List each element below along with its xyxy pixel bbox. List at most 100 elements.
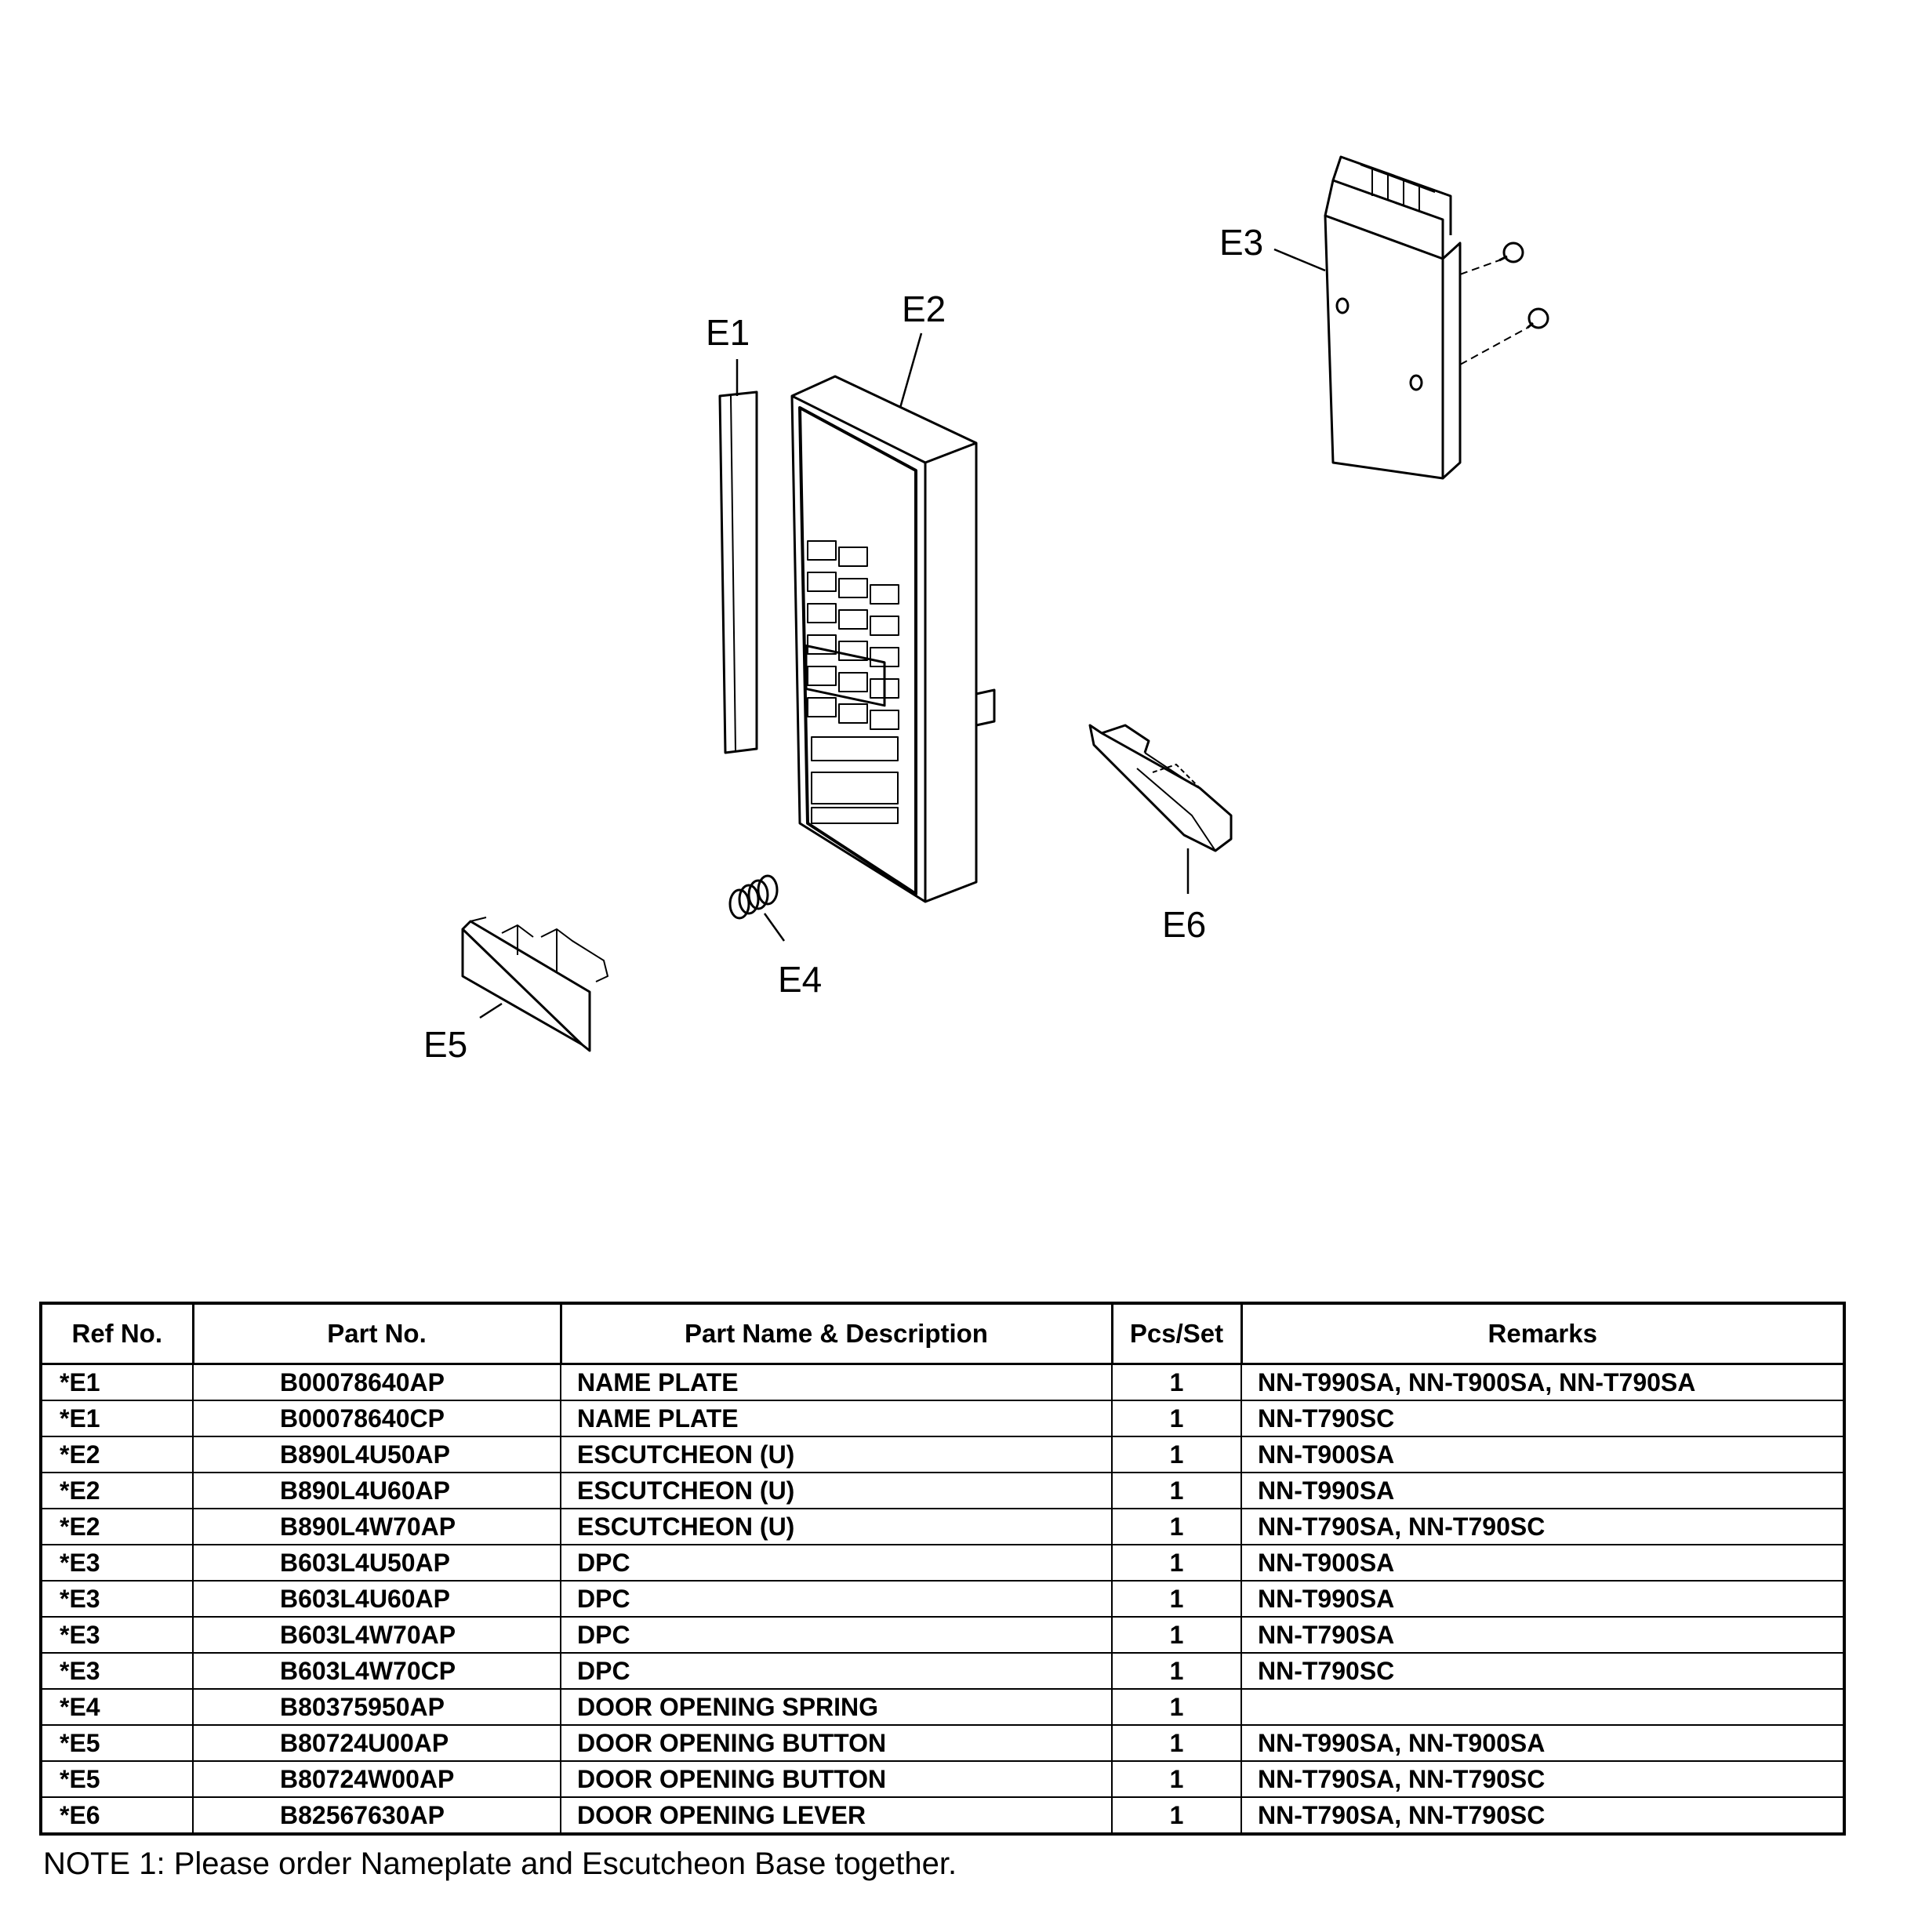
pcs-set-cell: 1 [1111,1472,1242,1509]
remarks-cell: NN-T990SA [1240,1580,1845,1618]
header-part-no: Part No. [191,1302,562,1365]
pcs-set-cell: 1 [1111,1436,1242,1473]
remarks-cell: NN-T900SA [1240,1544,1845,1582]
ref-cell: *E4 [40,1688,194,1726]
callout-e3: E3 [1219,222,1263,263]
part-number-cell: B890L4U60AP [192,1472,561,1509]
pcs-set-cell: 1 [1111,1544,1242,1582]
part-number-cell: B80724U00AP [192,1724,561,1762]
order-note: NOTE 1: Please order Nameplate and Escut… [43,1847,957,1881]
part-name-cell: DPC [560,1544,1113,1582]
ref-cell: *E6 [40,1796,194,1835]
remarks-cell: NN-T900SA [1240,1436,1845,1473]
ref-cell: *E2 [40,1436,194,1473]
ref-cell: *E1 [40,1363,194,1401]
ref-cell: *E2 [40,1472,194,1509]
part-number-cell: B890L4U50AP [192,1436,561,1473]
pcs-set-cell: 1 [1111,1580,1242,1618]
callout-e1: E1 [706,312,750,353]
ref-cell: *E3 [40,1652,194,1690]
part-number-cell: B80375950AP [192,1688,561,1726]
part-number-cell: B603L4U50AP [192,1544,561,1582]
dpc-board-part [1324,155,1549,480]
part-name-cell: DOOR OPENING LEVER [560,1796,1113,1835]
pcs-set-cell: 1 [1111,1724,1242,1762]
part-number-cell: B890L4W70AP [192,1508,561,1545]
exploded-parts-diagram: E1 E2 E3 E4 E5 E6 [423,155,1549,1065]
callout-e4: E4 [778,959,822,1000]
door-opening-lever-part [1088,724,1233,852]
part-number-cell: B80724W00AP [192,1760,561,1798]
remarks-cell: NN-T790SA, NN-T790SC [1240,1760,1845,1798]
part-name-cell: ESCUTCHEON (U) [560,1436,1113,1473]
remarks-cell: NN-T790SA, NN-T790SC [1240,1508,1845,1545]
remarks-cell: NN-T790SA, NN-T790SC [1240,1796,1845,1835]
callout-e2: E2 [902,289,946,329]
pcs-set-cell: 1 [1111,1760,1242,1798]
screw-icon [1498,242,1524,263]
part-name-cell: DPC [560,1652,1113,1690]
part-number-cell: B603L4U60AP [192,1580,561,1618]
header-pcs-set: Pcs/Set [1110,1302,1243,1365]
parts-table: Ref No. Part No. Part Name & Description… [39,1302,1846,1836]
part-name-cell: DOOR OPENING BUTTON [560,1760,1113,1798]
remarks-cell: NN-T990SA, NN-T900SA [1240,1724,1845,1762]
part-name-cell: DPC [560,1580,1113,1618]
pcs-set-cell: 1 [1111,1688,1242,1726]
ref-cell: *E1 [40,1400,194,1437]
part-name-cell: DOOR OPENING BUTTON [560,1724,1113,1762]
part-name-cell: ESCUTCHEON (U) [560,1508,1113,1545]
ref-cell: *E3 [40,1580,194,1618]
header-remarks: Remarks [1240,1302,1846,1365]
part-number-cell: B603L4W70CP [192,1652,561,1690]
remarks-cell: NN-T990SA, NN-T900SA, NN-T790SA [1240,1363,1845,1401]
part-number-cell: B00078640CP [192,1400,561,1437]
header-ref-no: Ref No. [39,1302,194,1365]
door-opening-button-part [461,917,608,1052]
ref-cell: *E2 [40,1508,194,1545]
pcs-set-cell: 1 [1111,1652,1242,1690]
remarks-cell: NN-T790SA [1240,1616,1845,1654]
pcs-set-cell: 1 [1111,1796,1242,1835]
door-opening-spring-part [728,874,779,920]
remarks-cell: NN-T790SC [1240,1652,1845,1690]
ref-cell: *E3 [40,1544,194,1582]
part-number-cell: B82567630AP [192,1796,561,1835]
name-plate-part [718,390,758,754]
part-name-cell: ESCUTCHEON (U) [560,1472,1113,1509]
pcs-set-cell: 1 [1111,1400,1242,1437]
callout-e5: E5 [423,1024,467,1065]
ref-cell: *E5 [40,1724,194,1762]
table-header-row: Ref No. Part No. Part Name & Description… [39,1302,1846,1365]
leader-lines [479,248,1326,1019]
part-name-cell: NAME PLATE [560,1363,1113,1401]
callout-e6: E6 [1162,904,1206,945]
remarks-cell [1240,1688,1845,1726]
part-number-cell: B00078640AP [192,1363,561,1401]
remarks-cell: NN-T990SA [1240,1472,1845,1509]
ref-cell: *E5 [40,1760,194,1798]
pcs-set-cell: 1 [1111,1508,1242,1545]
ref-cell: *E3 [40,1616,194,1654]
pcs-set-cell: 1 [1111,1363,1242,1401]
part-number-cell: B603L4W70AP [192,1616,561,1654]
part-name-cell: DPC [560,1616,1113,1654]
header-part-name: Part Name & Description [559,1302,1113,1365]
part-name-cell: DOOR OPENING SPRING [560,1688,1113,1726]
screw-icon [1527,307,1549,329]
part-name-cell: NAME PLATE [560,1400,1113,1437]
